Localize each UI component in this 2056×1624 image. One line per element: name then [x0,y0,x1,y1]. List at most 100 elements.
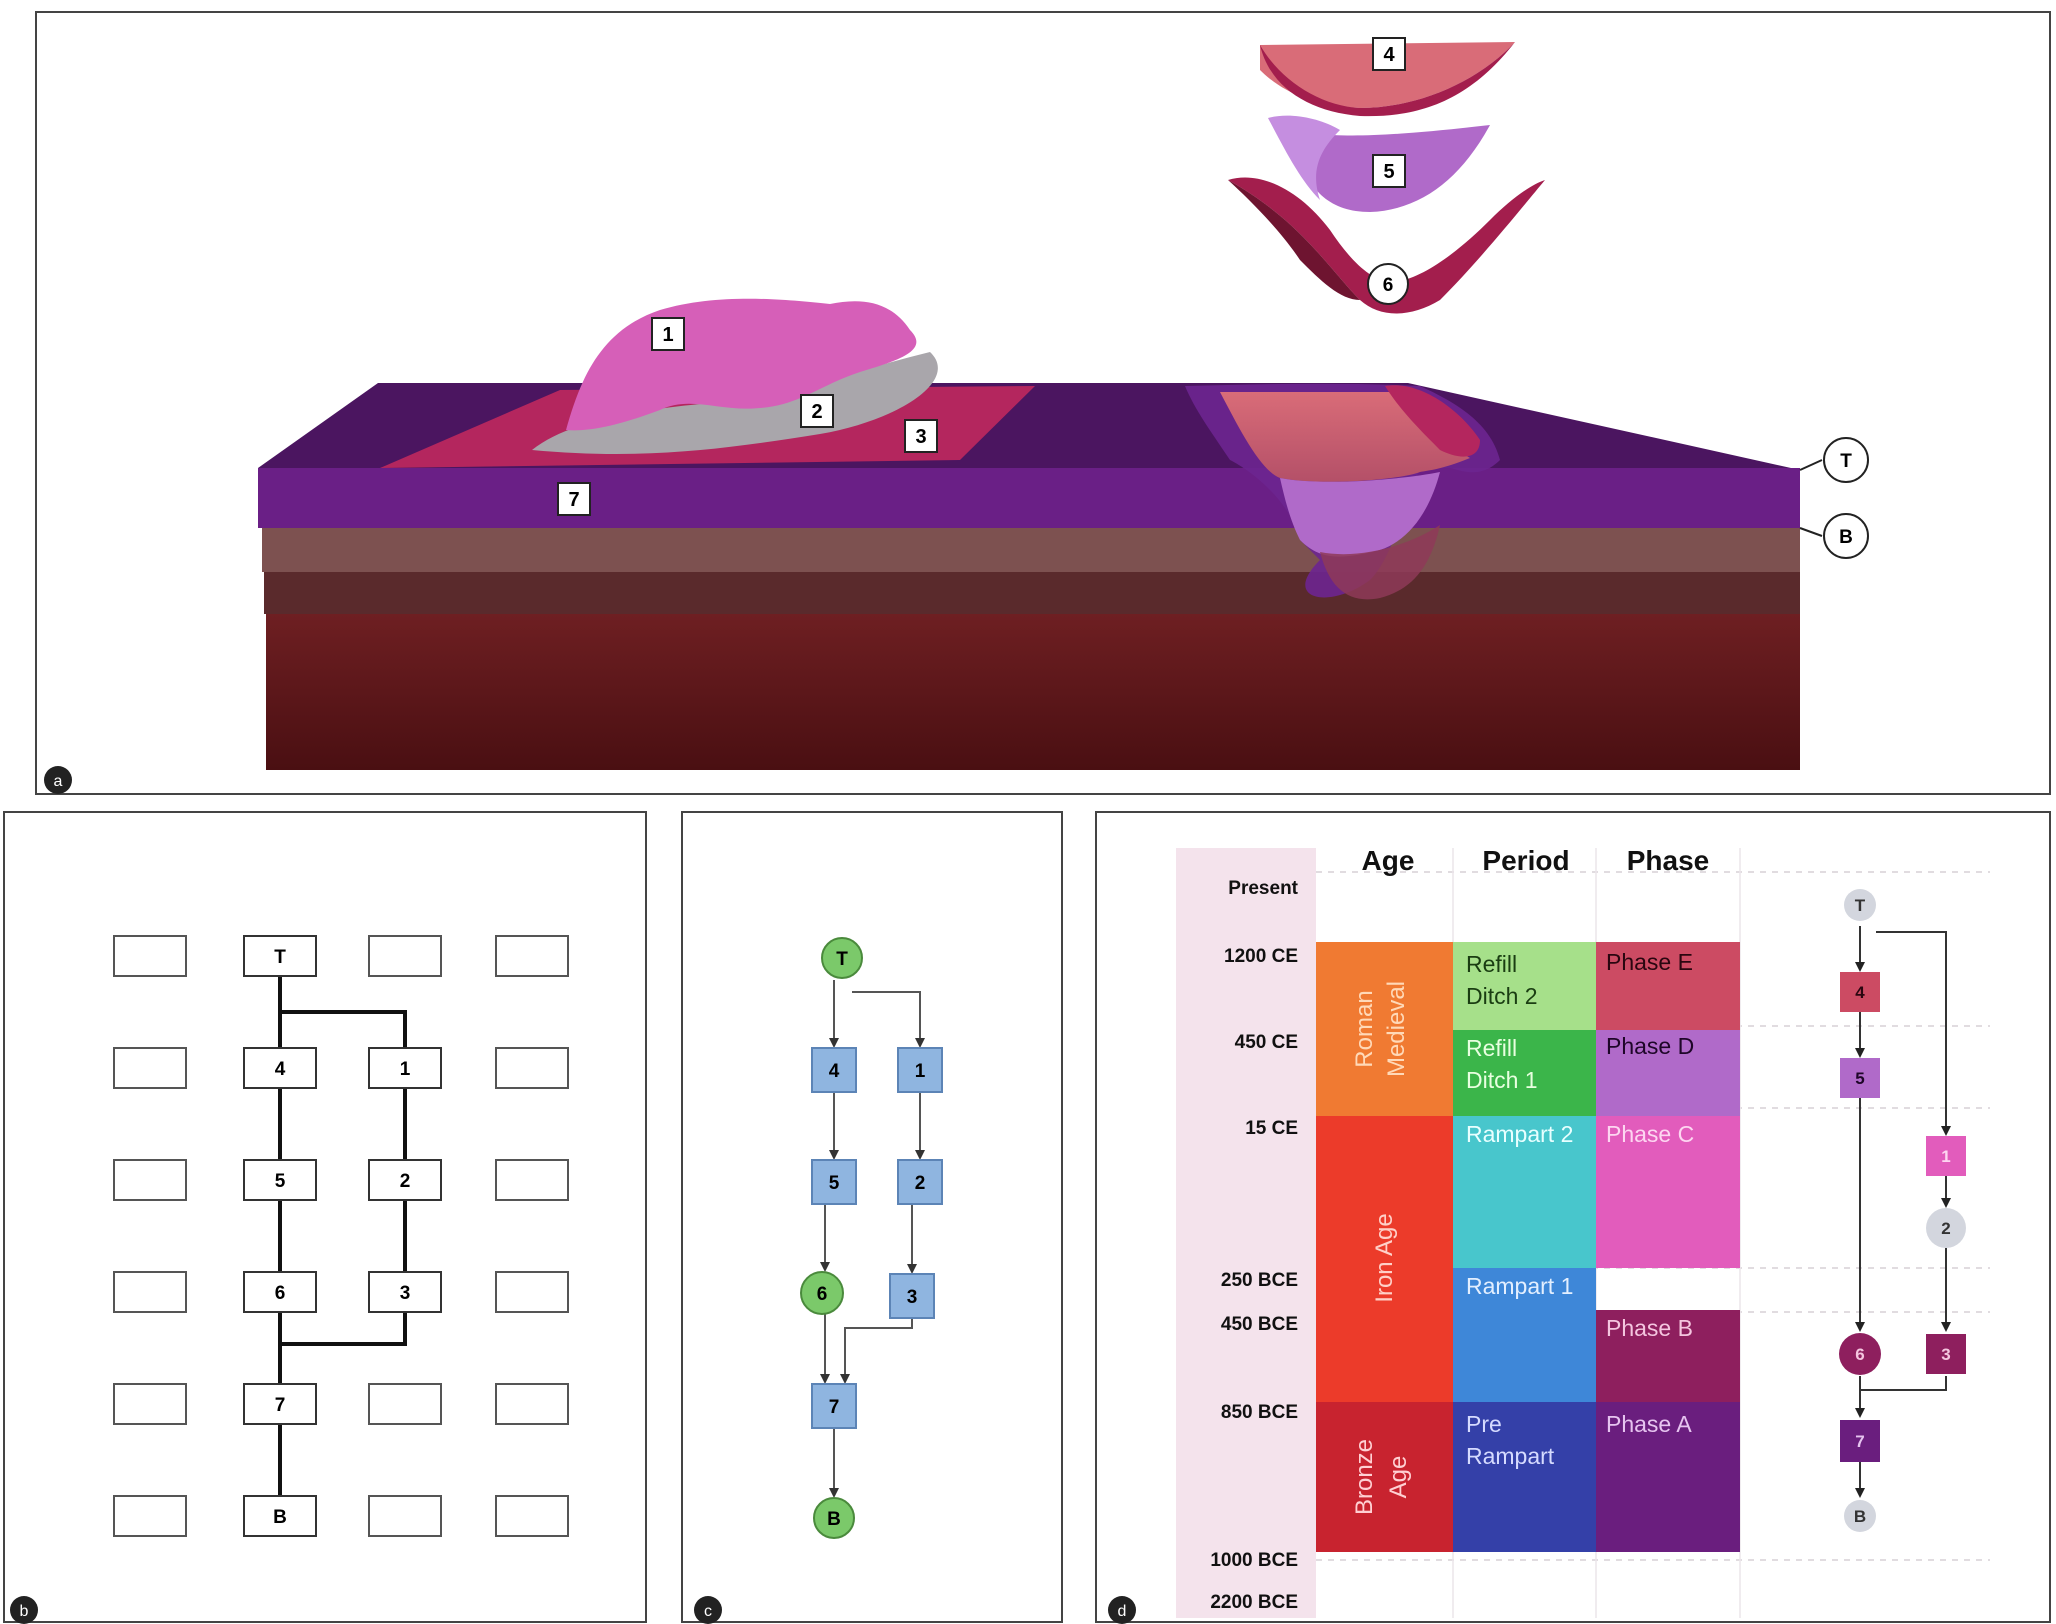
d-node-5-shape [1840,1058,1880,1098]
panel-d-letter: d [1118,1603,1127,1620]
d-node-3: 3 [1941,1345,1950,1364]
c-node-5: 5 [829,1173,840,1194]
period-column: Refill Ditch 2 Refill Ditch 1 Rampart 2 … [1453,942,1596,1552]
dark-band [264,572,1800,614]
c-node-6: 6 [817,1284,828,1305]
floating-fill-6 [1228,177,1545,314]
age-bronze-age-label: Age [1385,1456,1412,1499]
panel-a-letter: a [54,773,63,790]
d-node-3-shape [1926,1334,1966,1374]
period-refill1-line1: Refill [1466,1035,1517,1061]
empty-grid-cell [495,935,569,977]
phase-d-label: Phase D [1606,1033,1694,1059]
c-node-2: 2 [915,1173,926,1194]
period-rampart-2 [1453,1116,1596,1268]
d-node-4-shape [1840,972,1880,1012]
panel-b-badge [10,1596,38,1624]
ditch-fill-6 [1320,525,1440,600]
d-node-1: 1 [1941,1147,1950,1166]
phase-graph-nodes: T 4 5 1 2 6 3 7 B [1839,889,1966,1532]
age-iron [1316,1116,1453,1402]
d-node-top-shape [1844,889,1876,921]
age-roman-medieval [1316,942,1453,1116]
c-node-4: 4 [829,1061,840,1082]
panel-c-badge [694,1596,722,1624]
graph-arrowheads [820,1038,925,1498]
empty-grid-cell [113,1047,187,1089]
stratigraphy-block [258,298,1800,770]
empty-grid-cell [368,1495,442,1537]
period-refill2-line2: Ditch 2 [1466,983,1538,1009]
time-250bce: 250 BCE [1221,1270,1298,1291]
panel-d-frame [1095,811,2051,1623]
empty-grid-cell [113,1159,187,1201]
panel-c-frame [681,811,1063,1623]
harris-matrix-nodes: T 4 1 5 2 6 3 7 B [243,935,442,1537]
phase-b-bar [1596,1310,1740,1402]
b-node-1: 1 [400,1059,411,1080]
b-node-7: 7 [275,1395,286,1416]
empty-grid-cell [495,1047,569,1089]
age-bronze [1316,1402,1453,1552]
period-rampart1-label: Rampart 1 [1466,1273,1573,1299]
label-top-surface: T [1840,451,1852,472]
time-axis-band [1176,848,1316,1618]
b-node-5: 5 [275,1171,286,1192]
d-node-1-shape [1926,1136,1966,1176]
panel-b-letter: b [20,1603,29,1620]
age-medieval-label: Medieval [1383,981,1410,1077]
c-node-1: 1 [915,1061,926,1082]
period-refill-ditch-2 [1453,942,1596,1030]
d-node-2: 2 [1941,1219,1950,1238]
age-bronze-label: Bronze [1351,1439,1378,1515]
empty-grid-cell [495,1271,569,1313]
label-1: 1 [662,324,673,346]
time-1200ce: 1200 CE [1224,946,1298,967]
d-node-6-shape [1839,1333,1881,1375]
label-2: 2 [811,401,822,423]
phase-c-label: Phase C [1606,1121,1694,1147]
time-1000bce: 1000 BCE [1210,1550,1298,1571]
ditch-fill-edge [1385,385,1480,457]
label-3: 3 [915,426,926,448]
d-node-bottom: B [1854,1507,1866,1526]
time-450bce: 450 BCE [1221,1314,1298,1335]
empty-grid-cell [113,1495,187,1537]
d-node-5: 5 [1855,1069,1864,1088]
c-node-3: 3 [907,1287,918,1308]
phase-e-label: Phase E [1606,949,1693,975]
panel-c-letter: c [704,1603,712,1620]
period-rampart2-label: Rampart 2 [1466,1121,1573,1147]
period-pre-rampart [1453,1402,1596,1552]
floating-fill-4 [1260,42,1515,108]
empty-grid-cell [368,935,442,977]
phase-a-label: Phase A [1606,1411,1692,1437]
b-node-6: 6 [275,1283,286,1304]
b-node-4: 4 [275,1059,286,1080]
empty-grid-cells [113,935,569,1537]
b-node-3: 3 [400,1283,411,1304]
header-age: Age [1362,845,1415,876]
panel-c: T 4 1 5 2 6 3 7 B c [681,811,1063,1624]
bedrock-layer [266,614,1800,770]
empty-grid-cell [113,1271,187,1313]
panel-d: Age Period Phase Present 1200 CE 450 CE … [1095,811,2051,1624]
b-node-bottom: B [273,1507,287,1528]
ditch-fill-5 [1280,472,1440,557]
subsoil-band [262,528,1800,572]
d-node-6: 6 [1855,1345,1864,1364]
empty-grid-cell [495,1383,569,1425]
block-labels: 1 2 3 7 4 5 6 T B [557,37,1869,559]
label-6: 6 [1383,275,1394,296]
label-7: 7 [568,489,579,511]
time-15ce: 15 CE [1245,1118,1298,1139]
d-node-2-shape [1926,1208,1966,1248]
b-node-2: 2 [400,1171,411,1192]
d-node-bottom-shape [1844,1500,1876,1532]
age-column: Roman Medieval Iron Age Bronze Age [1316,942,1453,1552]
c-node-top: T [836,949,848,970]
phase-a-bar [1596,1402,1740,1552]
time-450ce: 450 CE [1235,1032,1298,1053]
empty-grid-cell [495,1495,569,1537]
d-node-top: T [1855,896,1866,915]
